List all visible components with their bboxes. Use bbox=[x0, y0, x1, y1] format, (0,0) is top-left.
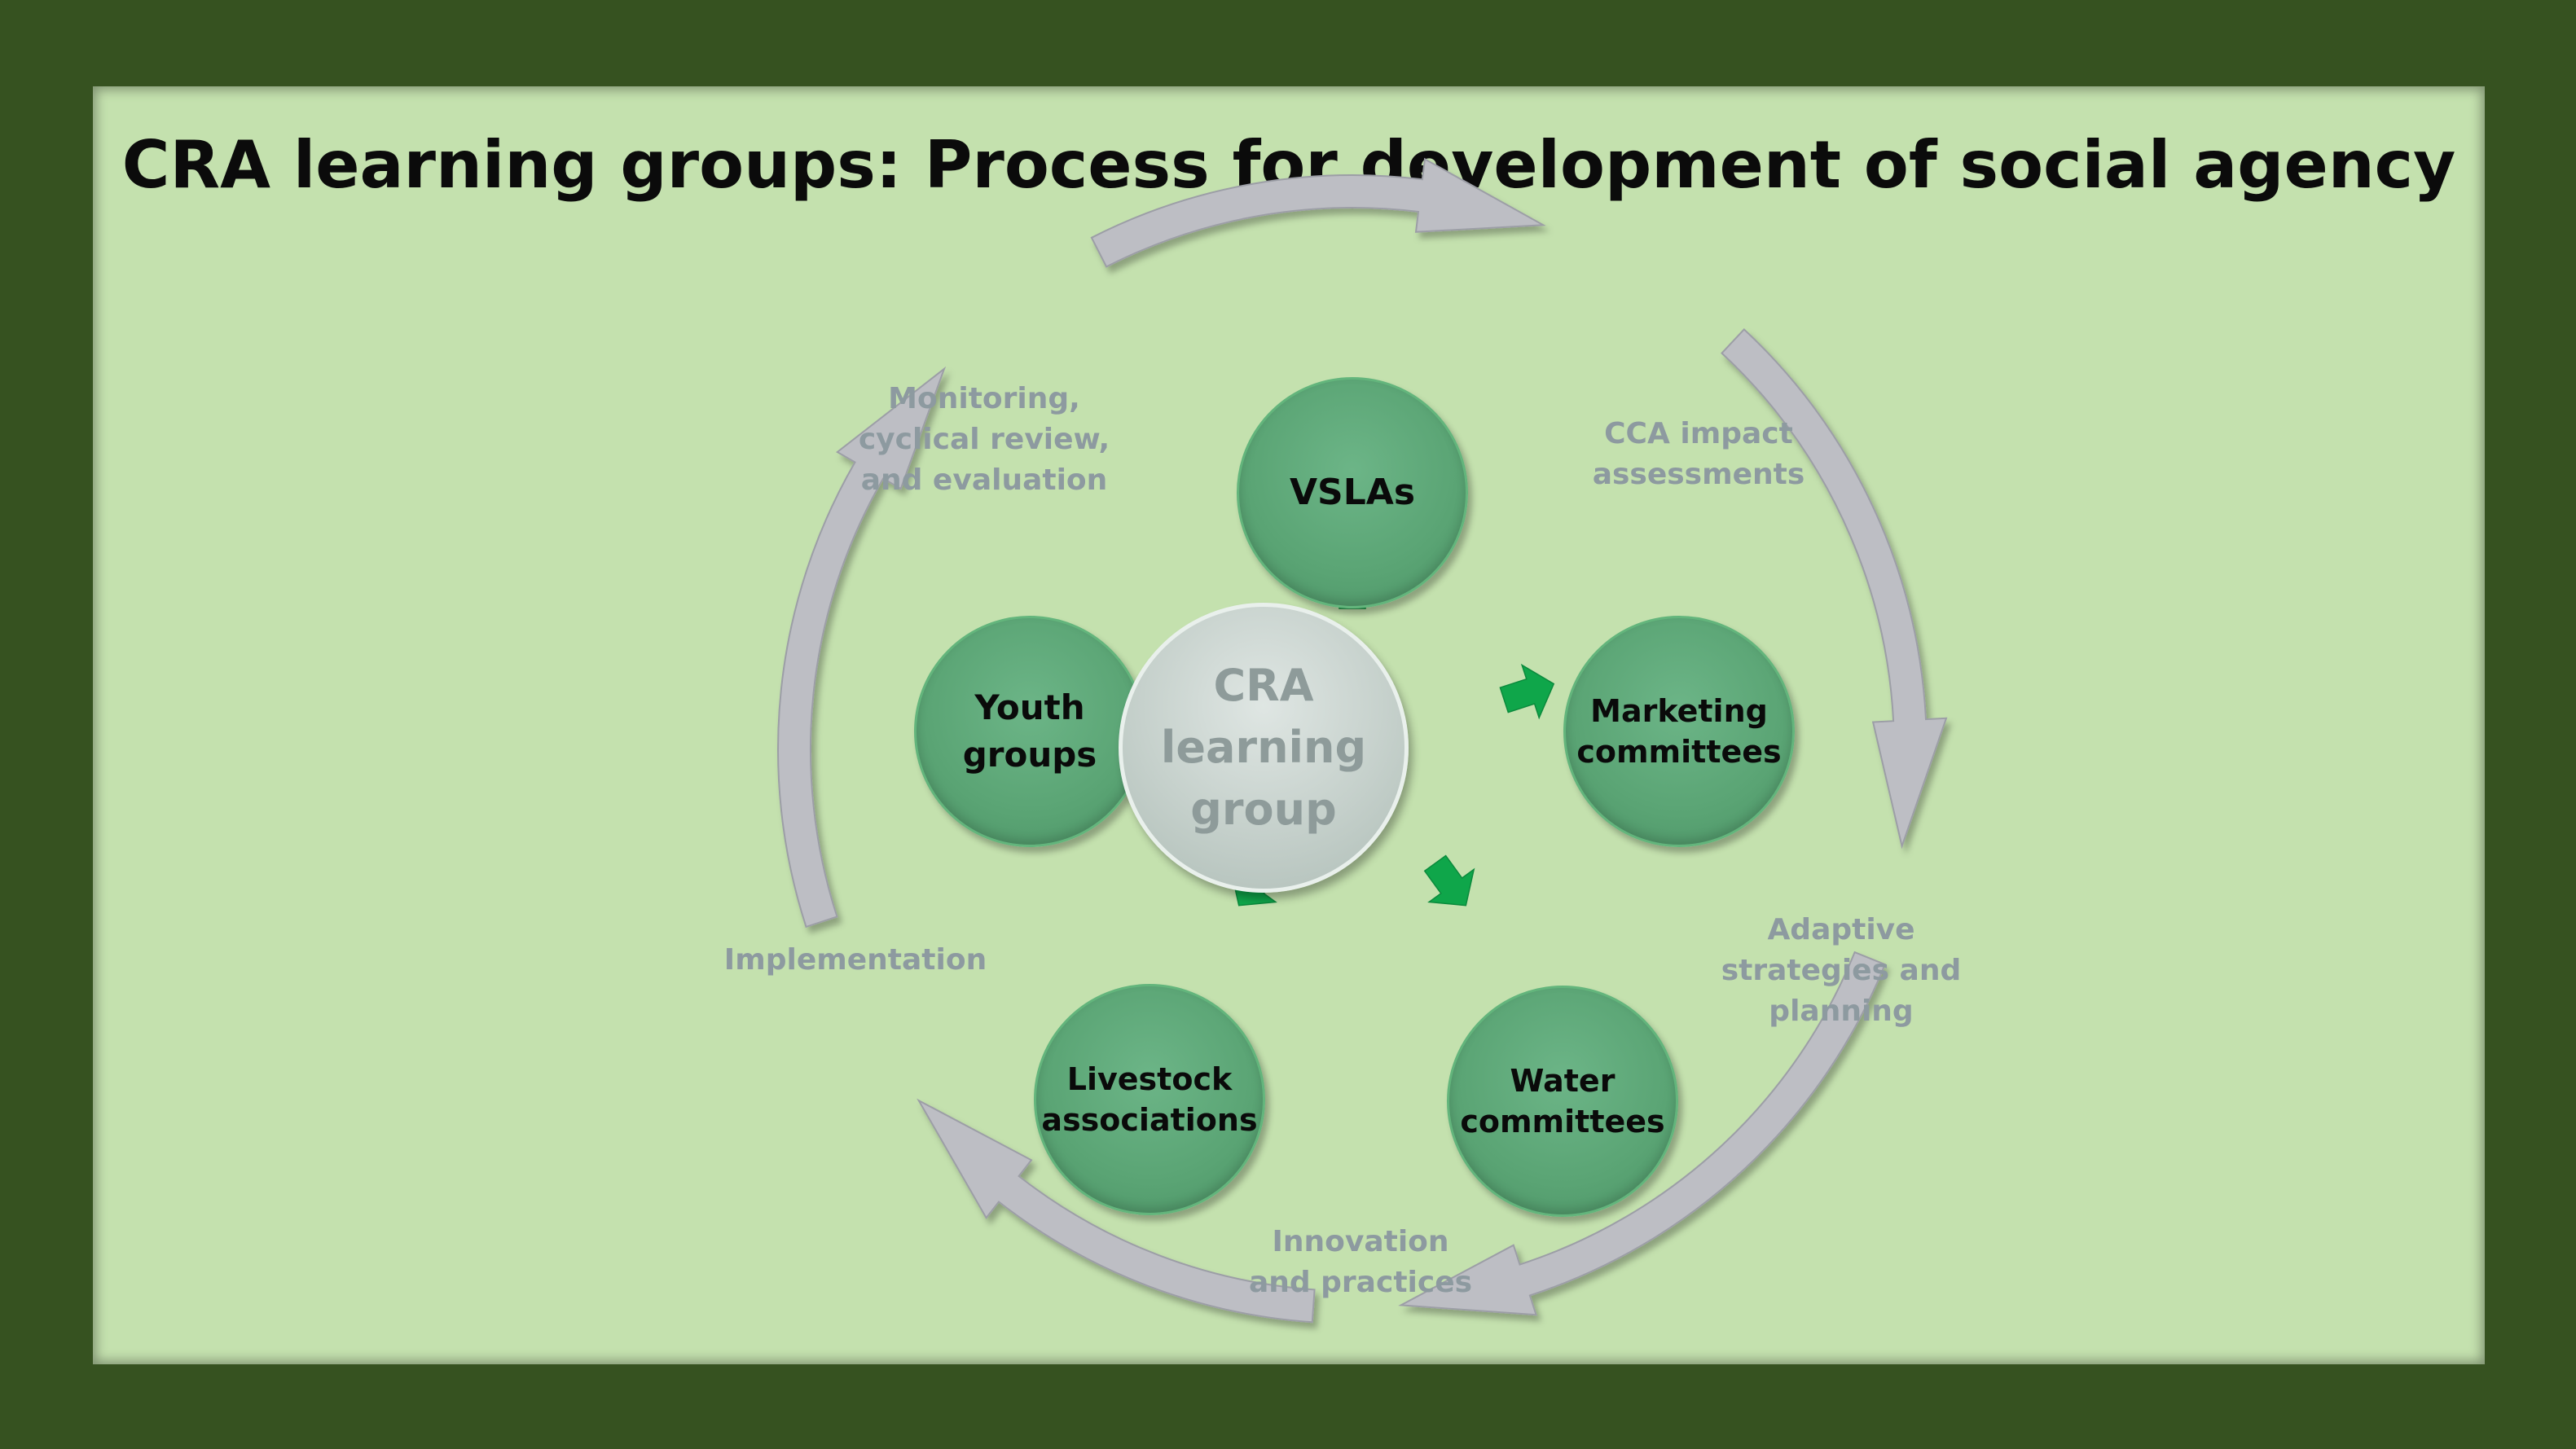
hub-label: CRA learning group bbox=[1160, 660, 1367, 835]
stage-label-adaptive: Adaptive strategies and planning bbox=[1721, 913, 1962, 1028]
node-label-youth: Youth groups bbox=[962, 687, 1097, 775]
node-youth-groups: Youth groups bbox=[914, 616, 1145, 847]
slide: CRA learning groups: Process for develop… bbox=[93, 86, 2485, 1364]
node-livestock-associations: Livestock associations bbox=[1034, 984, 1265, 1215]
hub-cra-learning-group: CRA learning group bbox=[1119, 603, 1409, 893]
stage-label-implementation: Implementation bbox=[723, 943, 987, 977]
spoke-arrow-water-icon bbox=[1423, 854, 1475, 907]
node-marketing-committees: Marketing committees bbox=[1563, 616, 1795, 847]
node-vslas: VSLAs bbox=[1237, 377, 1468, 608]
node-label-water: Water committees bbox=[1460, 1063, 1665, 1139]
cycle-arrow-1-icon bbox=[1090, 157, 1546, 268]
stage-label-innovation: Innovation and practices bbox=[1248, 1225, 1473, 1299]
cycle-arrow-2-icon bbox=[1721, 327, 1948, 850]
node-water-committees: Water committees bbox=[1447, 986, 1678, 1217]
spoke-arrow-marketing-icon bbox=[1499, 663, 1555, 720]
stage-label-cca: CCA impact assessments bbox=[1592, 417, 1805, 491]
node-label-vslas: VSLAs bbox=[1289, 472, 1416, 513]
cycle-arrow-5-icon bbox=[777, 366, 947, 929]
node-label-marketing: Marketing committees bbox=[1576, 693, 1782, 770]
node-label-livestock: Livestock associations bbox=[1041, 1061, 1258, 1138]
cycle-arrow-4-icon bbox=[917, 1098, 1316, 1324]
cycle-arrows bbox=[777, 157, 1948, 1324]
cycle-arrow-3-icon bbox=[1398, 951, 1887, 1316]
stage-label-monitoring: Monitoring, cyclical review, and evaluat… bbox=[858, 382, 1110, 497]
